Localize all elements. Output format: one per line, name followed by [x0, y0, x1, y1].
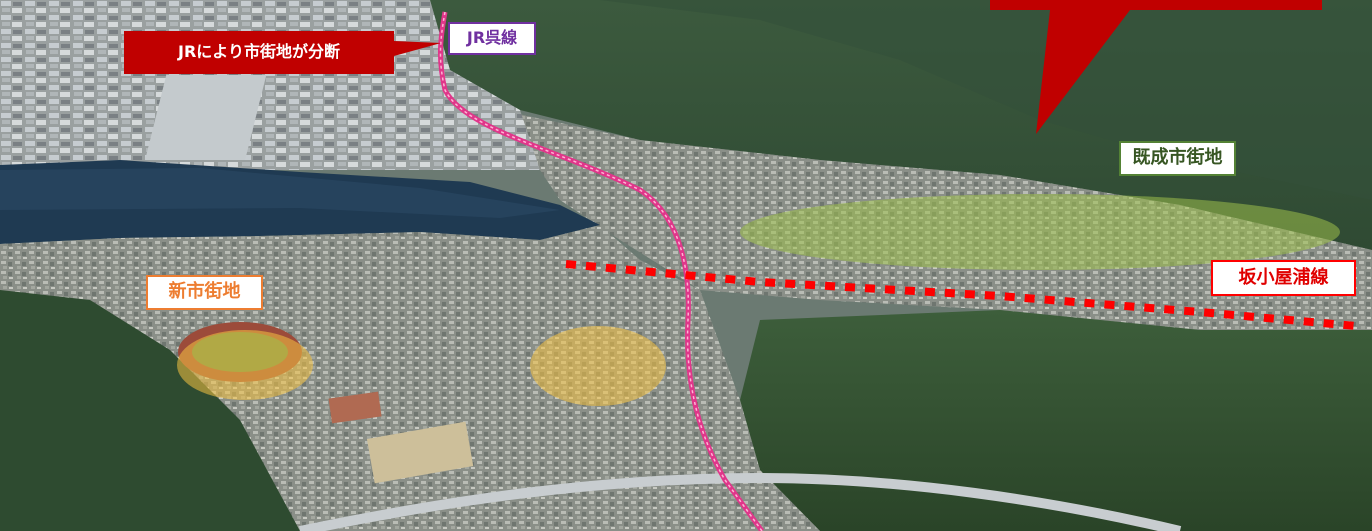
jr-kure-line-label: JR呉線	[448, 22, 536, 55]
new-urban-highlight-west	[177, 330, 313, 400]
sakakoyaura-line	[565, 260, 1357, 330]
split-callout-pointer	[394, 41, 441, 56]
existing-urban-label: 既成市街地	[1119, 141, 1236, 176]
callout-pointer	[1036, 10, 1130, 134]
new-urban-highlight-east	[530, 326, 666, 406]
jr-split-label: JRにより市街地が分断	[124, 31, 394, 74]
callout-box-top	[990, 0, 1322, 10]
existing-urban-highlight	[740, 194, 1340, 270]
new-urban-label: 新市街地	[146, 275, 263, 310]
jr-kure-line-hatch	[439, 11, 763, 531]
sakakoyaura-line-label: 坂小屋浦線	[1211, 260, 1356, 296]
